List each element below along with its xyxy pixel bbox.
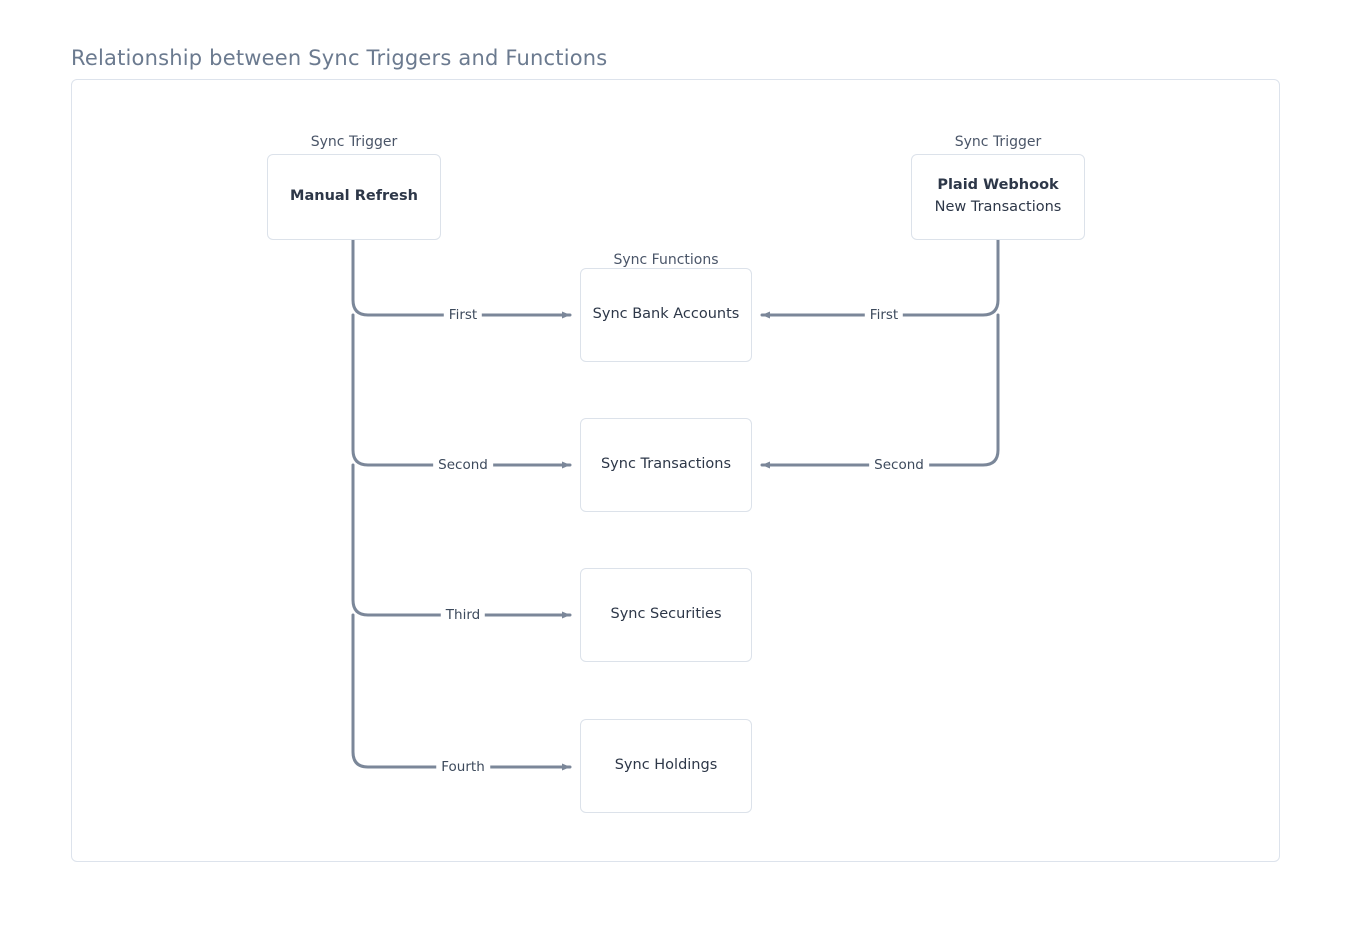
edge-label-webhook-first: First — [864, 307, 904, 323]
edge-label-manual-first: First — [443, 307, 483, 323]
node-sync-bank-accounts-title: Sync Bank Accounts — [592, 306, 740, 323]
group-caption-sync-functions: Sync Functions — [613, 252, 719, 268]
node-sync-securities[interactable]: Sync Securities — [580, 568, 752, 662]
node-sync-transactions[interactable]: Sync Transactions — [580, 418, 752, 512]
node-plaid-webhook-subtitle: New Transactions — [934, 199, 1062, 215]
page-title: Relationship between Sync Triggers and F… — [71, 46, 608, 70]
node-plaid-webhook[interactable]: Plaid Webhook New Transactions — [911, 154, 1085, 240]
node-sync-holdings-title: Sync Holdings — [614, 757, 718, 774]
node-plaid-webhook-title: Plaid Webhook — [937, 177, 1059, 194]
group-caption-sync-trigger-right: Sync Trigger — [954, 134, 1042, 150]
node-manual-refresh-title: Manual Refresh — [290, 188, 418, 205]
edge-label-webhook-second: Second — [869, 457, 929, 473]
edge-label-manual-third: Third — [440, 607, 486, 623]
node-manual-refresh[interactable]: Manual Refresh — [267, 154, 441, 240]
node-sync-bank-accounts[interactable]: Sync Bank Accounts — [580, 268, 752, 362]
node-sync-transactions-title: Sync Transactions — [600, 456, 732, 473]
edge-label-manual-second: Second — [433, 457, 493, 473]
node-sync-securities-title: Sync Securities — [610, 606, 722, 623]
edge-label-manual-fourth: Fourth — [436, 759, 490, 775]
node-sync-holdings[interactable]: Sync Holdings — [580, 719, 752, 813]
group-caption-sync-trigger-left: Sync Trigger — [310, 134, 398, 150]
